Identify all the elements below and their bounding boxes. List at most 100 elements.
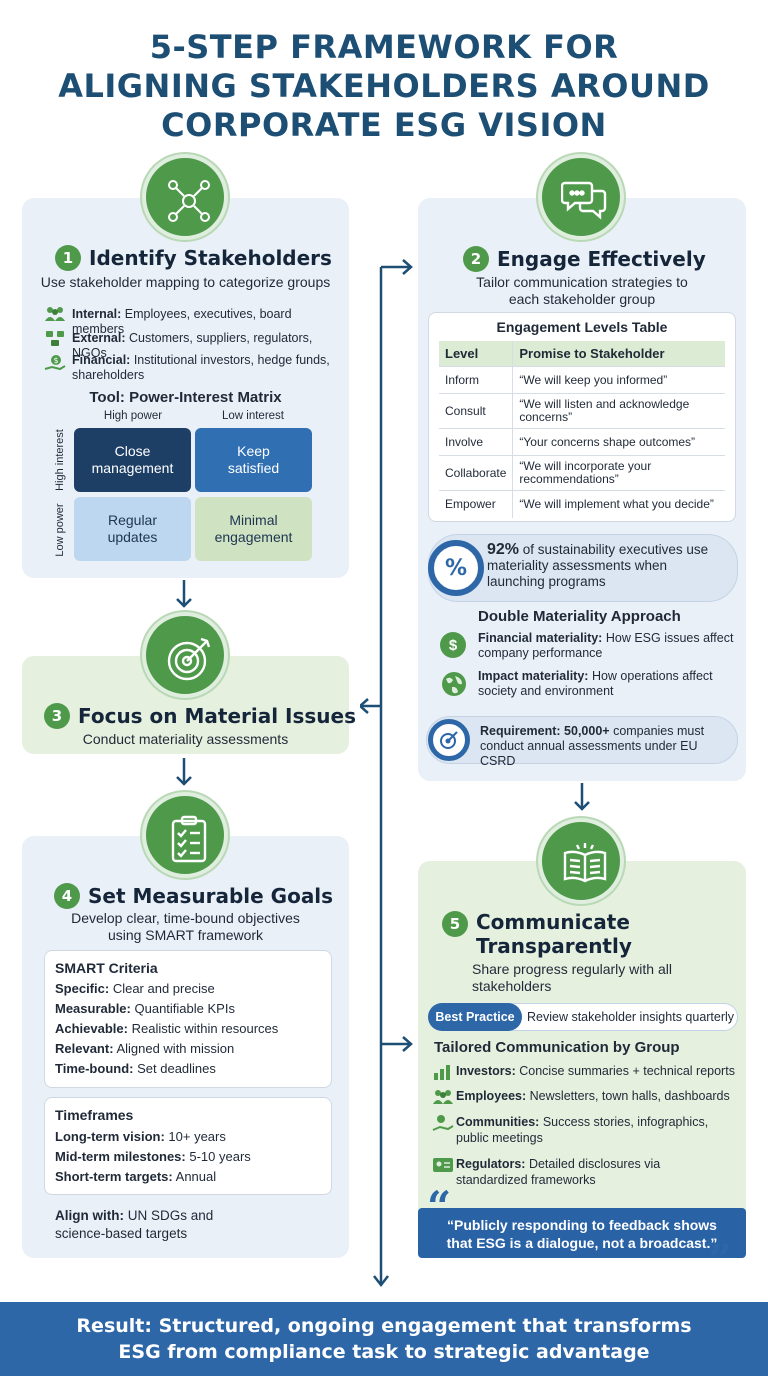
community-icon — [432, 1115, 454, 1131]
comm-investors: Investors: Concise summaries + technical… — [456, 1064, 735, 1078]
step1-number: 1 — [55, 245, 81, 271]
tailored-communication-title: Tailored Communication by Group — [434, 1039, 680, 1056]
smart-specific: Specific: Clear and precise — [55, 981, 215, 996]
step1-subtitle: Use stakeholder mapping to categorize gr… — [40, 274, 331, 290]
page-title: 5-STEP FRAMEWORK FOR ALIGNING STAKEHOLDE… — [0, 28, 768, 145]
svg-text:$: $ — [53, 356, 58, 365]
step4-heading: 4 Set Measurable Goals — [54, 883, 333, 909]
smart-relevant: Relevant: Aligned with mission — [55, 1041, 235, 1056]
percent-icon: % — [428, 540, 484, 596]
best-practice-badge: Best Practice — [428, 1003, 522, 1031]
network-icon — [46, 331, 64, 346]
comm-communities: Communities: Success stories, infographi… — [456, 1115, 709, 1145]
smart-criteria-panel — [44, 950, 332, 1088]
table-row: Involve“Your concerns shape outcomes” — [439, 428, 725, 456]
result-line-1: Result: Structured, ongoing engagement t… — [76, 1315, 692, 1337]
step2-heading: 2 Engage Effectively — [463, 246, 706, 272]
smart-time-bound: Time-bound: Set deadlines — [55, 1061, 216, 1076]
matrix-title: Tool: Power-Interest Matrix — [89, 389, 282, 406]
open-quote-icon: “ — [427, 1182, 452, 1231]
smart-title: SMART Criteria — [55, 960, 158, 976]
step2-title: Engage Effectively — [497, 247, 706, 271]
result-banner: Result: Structured, ongoing engagement t… — [0, 1302, 768, 1376]
step4-number: 4 — [54, 883, 80, 909]
timeframe-mid: Mid-term milestones: 5-10 years — [55, 1149, 251, 1164]
col-header-promise: Promise to Stakeholder — [512, 341, 725, 367]
smart-achievable: Achievable: Realistic within resources — [55, 1021, 279, 1036]
step1-title: Identify Stakeholders — [89, 246, 332, 270]
central-connector — [360, 259, 413, 1288]
requirement-pill — [426, 716, 738, 764]
stakeholder-internal: Internal: Employees, executives, board m… — [72, 307, 292, 336]
best-practice-text: Review stakeholder insights quarterly — [527, 1010, 735, 1024]
step3-number: 3 — [44, 703, 70, 729]
matrix-row-label-2: Low power — [54, 503, 66, 557]
step3-title: Focus on Material Issues — [78, 704, 357, 728]
table-row: Inform“We will keep you informed” — [439, 366, 725, 394]
step5-card — [418, 861, 746, 1257]
globe-icon — [442, 672, 466, 696]
col-header-level: Level — [439, 341, 514, 367]
stakeholder-financial: Financial: Institutional investors, hedg… — [72, 353, 330, 382]
matrix-row-label-1: High interest — [54, 429, 66, 491]
table-row: Collaborate“We will incorporate your rec… — [439, 455, 725, 491]
target-icon — [142, 612, 228, 698]
financial-materiality: Financial materiality: How ESG issues af… — [478, 631, 734, 660]
stakeholder-external: External: Customers, suppliers, regulato… — [72, 331, 313, 360]
clipboard-checklist-icon — [142, 792, 228, 878]
timeframe-short: Short-term targets: Annual — [55, 1169, 217, 1184]
matrix-col-label-2: Low interest — [221, 410, 284, 422]
matrix-col-label-1: High power — [103, 410, 163, 422]
title-line-2: ALIGNING STAKEHOLDERS AROUND — [58, 67, 710, 105]
money-hand-icon: $ — [44, 355, 66, 371]
people-icon — [433, 1090, 453, 1104]
down-arrow-2 — [176, 758, 192, 786]
title-line-1: 5-STEP FRAMEWORK FOR — [149, 28, 619, 66]
target-badge-icon — [428, 719, 470, 761]
table-row: Consult“We will listen and acknowledge c… — [439, 393, 725, 429]
chart-icon — [434, 1065, 450, 1080]
down-arrow-1 — [176, 580, 192, 608]
timeframes-title: Timeframes — [55, 1107, 134, 1123]
smart-measurable: Measurable: Quantifiable KPIs — [55, 1001, 235, 1016]
table-row: Empower“We will implement what you decid… — [439, 490, 725, 518]
step4-title: Set Measurable Goals — [88, 884, 334, 908]
title-line-3: CORPORATE ESG VISION — [161, 106, 607, 144]
down-arrow-3 — [574, 783, 590, 811]
double-materiality-title: Double Materiality Approach — [478, 608, 681, 625]
id-card-icon — [433, 1158, 453, 1172]
result-line-2: ESG from compliance task to strategic ad… — [118, 1341, 650, 1363]
comm-employees: Employees: Newsletters, town halls, dash… — [456, 1089, 730, 1103]
dollar-icon: $ — [440, 632, 466, 658]
close-quote-icon: ” — [708, 1236, 733, 1285]
step5-number: 5 — [442, 911, 468, 937]
stakeholder-network-icon — [142, 154, 228, 240]
chat-bubbles-icon — [538, 154, 624, 240]
impact-materiality: Impact materiality: How operations affec… — [478, 669, 713, 698]
people-icon — [45, 307, 65, 321]
timeframe-long: Long-term vision: 10+ years — [55, 1129, 226, 1144]
step2-number: 2 — [463, 246, 489, 272]
engagement-table-title: Engagement Levels Table — [496, 319, 668, 335]
timeframes-panel — [44, 1097, 332, 1195]
step3-heading: 3 Focus on Material Issues — [44, 703, 356, 729]
open-book-icon — [538, 818, 624, 904]
step3-subtitle: Conduct materiality assessments — [82, 731, 289, 747]
step1-heading: 1 Identify Stakeholders — [55, 245, 332, 271]
